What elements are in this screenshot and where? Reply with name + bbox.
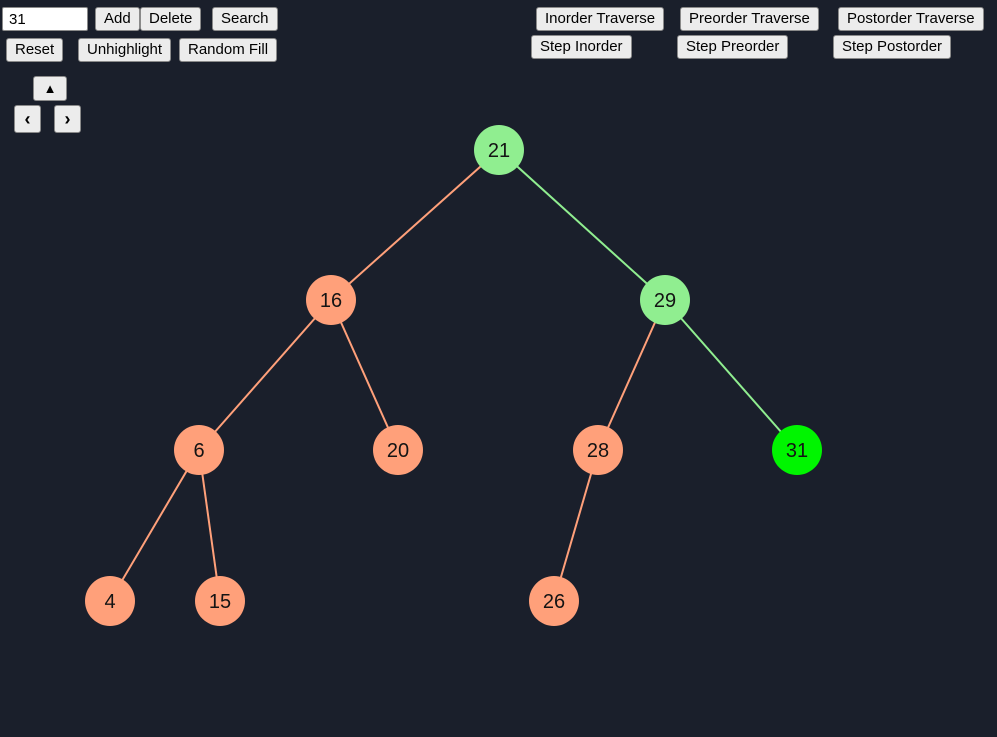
tree-node-31: 31 (772, 425, 822, 475)
step-preorder-button[interactable]: Step Preorder (677, 35, 789, 59)
tree-node-15: 15 (195, 576, 245, 626)
up-arrow-icon: ▲ (43, 80, 57, 96)
tree-node-label: 31 (786, 440, 808, 462)
step-postorder-button[interactable]: Step Postorder (833, 35, 952, 59)
tree-node-26: 26 (529, 576, 579, 626)
tree-node-4: 4 (85, 576, 135, 626)
tree-node-6: 6 (174, 425, 224, 475)
tree-node-label: 21 (488, 140, 510, 162)
step-inorder-button[interactable]: Step Inorder (531, 35, 632, 59)
left-chevron-icon: ‹ (24, 109, 31, 129)
tree-edge-6-15 (198, 449, 221, 602)
tree-edge-21-29 (498, 149, 666, 301)
tree-node-label: 15 (209, 591, 231, 613)
tree-edge-29-28 (597, 299, 666, 451)
postorder-traverse-button[interactable]: Postorder Traverse (838, 7, 984, 31)
tree-edge-28-26 (553, 449, 599, 602)
tree-edge-6-4 (109, 449, 200, 602)
pan-left-button[interactable]: ‹ (14, 105, 41, 133)
inorder-traverse-button[interactable]: Inorder Traverse (536, 7, 665, 31)
reset-button[interactable]: Reset (6, 38, 64, 62)
tree-node-label: 20 (387, 440, 409, 462)
tree-node-21: 21 (474, 125, 524, 175)
tree-node-label: 29 (654, 290, 676, 312)
tree-node-28: 28 (573, 425, 623, 475)
tree-node-29: 29 (640, 275, 690, 325)
tree-node-label: 6 (193, 440, 204, 462)
tree-edge-21-16 (330, 149, 500, 301)
tree-node-16: 16 (306, 275, 356, 325)
tree-edge-29-31 (664, 299, 798, 451)
search-button[interactable]: Search (212, 7, 278, 31)
pan-up-button[interactable]: ▲ (33, 76, 67, 101)
tree-node-label: 4 (104, 591, 115, 613)
unhighlight-button[interactable]: Unhighlight (78, 38, 172, 62)
pan-right-button[interactable]: › (54, 105, 81, 133)
preorder-traverse-button[interactable]: Preorder Traverse (680, 7, 819, 31)
tree-edge-16-20 (330, 299, 399, 451)
tree-node-label: 26 (543, 591, 565, 613)
tree-node-label: 16 (320, 290, 342, 312)
right-chevron-icon: › (64, 109, 71, 129)
tree-node-label: 28 (587, 440, 609, 462)
tree-edge-16-6 (198, 299, 332, 451)
add-button[interactable]: Add (95, 7, 140, 31)
value-input[interactable] (2, 7, 88, 31)
tree-node-20: 20 (373, 425, 423, 475)
random-fill-button[interactable]: Random Fill (179, 38, 278, 62)
delete-button[interactable]: Delete (140, 7, 202, 31)
